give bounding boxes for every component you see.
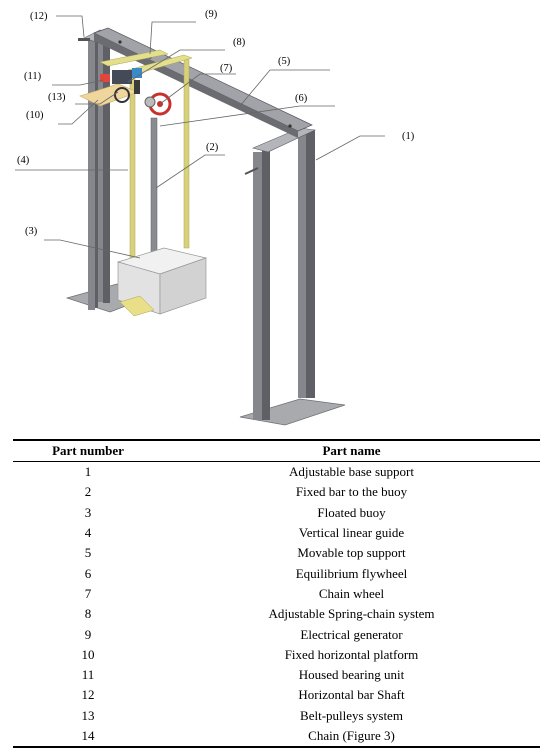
part-name: Chain wheel [318,585,385,601]
part-name: Adjustable Spring-chain system [268,606,435,622]
right-rear-leg [298,130,315,398]
callout-6: (6) [295,93,308,104]
callout-3: (3) [25,226,38,237]
part-number: 5 [84,545,92,561]
parts-table: Part number Part name 1 Adjustable base s… [13,439,540,749]
part-number: 2 [84,484,92,500]
part-number: 11 [81,667,95,683]
part-name: Horizontal bar Shaft [298,687,405,703]
part-name: Chain (Figure 3) [163,725,540,749]
buoy-bar [150,117,158,269]
right-front-leg [253,150,270,420]
part-number: 4 [84,525,92,541]
part-name: Electrical generator [300,626,403,642]
part-name: Belt-pulleys system [300,707,403,723]
part-name: Equilibrium flywheel [295,565,408,581]
left-front-leg [88,40,98,310]
part-number: 14 [13,725,163,749]
part-name: Housed bearing unit [298,667,405,683]
table-row: 11 Housed bearing unit [13,665,540,685]
table-row: 1 Adjustable base support [13,462,540,483]
table-row: 4 Vertical linear guide [13,523,540,543]
part-number: 9 [84,626,92,642]
part-name: Adjustable base support [289,464,414,480]
callout-7: (7) [220,63,233,74]
part-number: 12 [81,687,95,703]
generator-assembly [100,68,142,103]
part-number: 8 [84,606,92,622]
table-row: 13 Belt-pulleys system [13,706,540,726]
left-rear-leg [96,33,110,303]
callout-11: (11) [24,71,42,82]
table-row: 12 Horizontal bar Shaft [13,685,540,705]
callout-1: (1) [402,131,415,142]
part-name: Fixed bar to the buoy [295,484,408,500]
part-number: 6 [84,565,92,581]
callout-10: (10) [26,110,44,121]
part-number: 1 [84,464,92,480]
part-name: Vertical linear guide [298,525,405,541]
callout-2: (2) [206,142,219,153]
table-row: 6 Equilibrium flywheel [13,563,540,583]
leader-lines [15,15,385,259]
part-number: 7 [84,585,92,601]
callout-5: (5) [278,56,291,67]
callout-12: (12) [30,11,48,22]
table-header-row: Part number Part name [13,439,540,462]
right-top-crossbar [252,127,317,153]
flywheel-assembly [144,92,172,116]
part-name: Movable top support [297,545,406,561]
part-name: Fixed horizontal platform [284,646,419,662]
table-row: 7 Chain wheel [13,584,540,604]
callout-13: (13) [48,92,66,103]
table-row: 2 Fixed bar to the buoy [13,482,540,502]
table-row: 5 Movable top support [13,543,540,563]
table-row: 10 Fixed horizontal platform [13,645,540,665]
part-number: 13 [81,707,95,723]
guide-bottom-plate [119,295,155,317]
left-shaft-stub [78,38,90,41]
part-name: Floated buoy [317,504,386,520]
table-row: 3 Floated buoy [13,503,540,523]
header-part-number: Part number [13,439,163,462]
table-row: 8 Adjustable Spring-chain system [13,604,540,624]
linear-guide [99,49,193,311]
floated-buoy [116,247,208,315]
part-number: 3 [84,504,92,520]
callout-8: (8) [233,37,246,48]
header-part-name: Part name [163,439,540,462]
part-number: 10 [81,646,95,662]
mechanism-diagram: (12) (9) (8) (7) (5) (6) (11) (13) (10) … [15,9,415,426]
callout-9: (9) [205,9,218,20]
callout-4: (4) [17,155,30,166]
table-row: 9 Electrical generator [13,624,540,644]
right-shaft-stub [244,167,259,175]
